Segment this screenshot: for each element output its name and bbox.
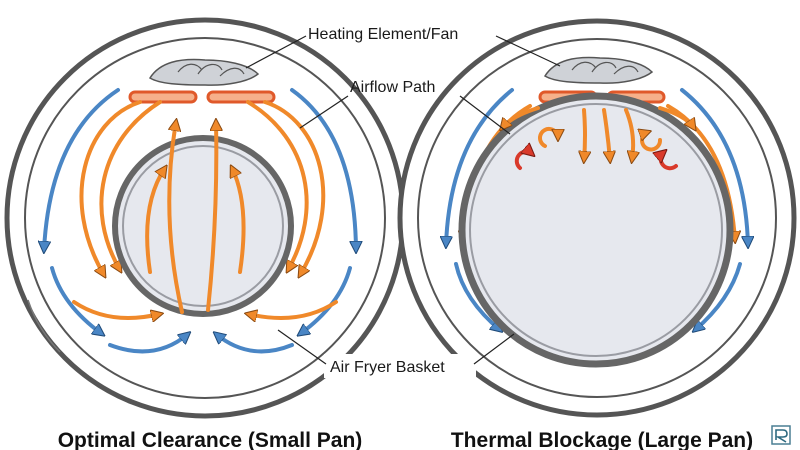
- left-caption: Optimal Clearance (Small Pan): [58, 429, 363, 450]
- turbulence-curl: [538, 126, 558, 148]
- turbulence-arrows: [514, 126, 678, 171]
- cool-air-arrow: [695, 262, 742, 330]
- cool-air-arrow: [108, 334, 188, 354]
- airflow-path-label: Airflow Path: [350, 79, 435, 96]
- hot-air-arrow: [206, 122, 216, 312]
- turbulence-curl: [514, 152, 532, 170]
- left-wall-seam: [27, 299, 61, 353]
- cool-air-arrow: [44, 88, 120, 250]
- heating-element-label: Heating Element/Fan: [308, 26, 458, 43]
- turbulence-curl: [661, 152, 678, 171]
- turbulence-curl: [642, 132, 662, 152]
- cool-air-arrow: [290, 88, 356, 250]
- heating-coil-icon: [128, 90, 276, 104]
- small-pan-rim: [122, 145, 284, 307]
- cool-air-arrow: [446, 88, 514, 245]
- hot-air-arrow: [246, 100, 309, 270]
- hot-air-arrow: [248, 300, 338, 318]
- right-blocked-hot-air-arrows: [502, 106, 694, 160]
- callout-basket: Air Fryer Basket: [277, 329, 515, 378]
- leader-line: [473, 333, 515, 365]
- callout-airflow-path: Airflow Path: [299, 79, 511, 135]
- small-pan: [112, 135, 294, 317]
- hot-air-arrow: [72, 300, 160, 318]
- basket-label: Air Fryer Basket: [330, 359, 445, 376]
- leader-line: [459, 95, 511, 135]
- hot-air-arrow: [502, 106, 540, 128]
- logo-icon: [771, 425, 791, 445]
- hot-air-arrow: [602, 108, 610, 160]
- fan-icon: [148, 58, 260, 86]
- right-caption: Thermal Blockage (Large Pan): [451, 429, 753, 450]
- hot-air-arrow: [624, 108, 633, 160]
- fan-icon: [543, 56, 654, 84]
- hot-air-arrow: [232, 168, 246, 274]
- cool-air-arrow: [680, 88, 748, 245]
- left-hot-air-arrows: [72, 100, 338, 318]
- cool-air-arrow: [454, 262, 500, 330]
- cool-air-arrow: [50, 266, 102, 334]
- hot-air-arrow: [79, 100, 142, 275]
- cool-air-arrow: [216, 334, 294, 354]
- hot-air-arrow: [584, 108, 585, 160]
- right-cool-air-arrows: [446, 88, 748, 330]
- callout-heating-element: Heating Element/Fan: [245, 26, 561, 69]
- left-fryer-inner-wall: [24, 37, 386, 399]
- leader-line: [277, 329, 327, 365]
- leader-line: [299, 95, 349, 129]
- right-fryer-inner-wall: [417, 38, 777, 398]
- leader-line: [245, 35, 307, 69]
- right-diagram: [397, 18, 797, 418]
- left-inner-hot-air-arrows: [145, 122, 246, 314]
- large-pan: [458, 92, 734, 368]
- hot-air-arrow: [145, 168, 165, 274]
- hot-air-arrow: [99, 100, 162, 270]
- hot-air-arrow: [263, 100, 326, 275]
- basket-label-background: [324, 354, 476, 378]
- leader-line: [495, 35, 561, 67]
- left-diagram: [4, 17, 406, 419]
- hot-air-arrow: [658, 106, 694, 128]
- hot-air-arrow: [167, 122, 184, 314]
- large-pan-rim: [469, 103, 723, 357]
